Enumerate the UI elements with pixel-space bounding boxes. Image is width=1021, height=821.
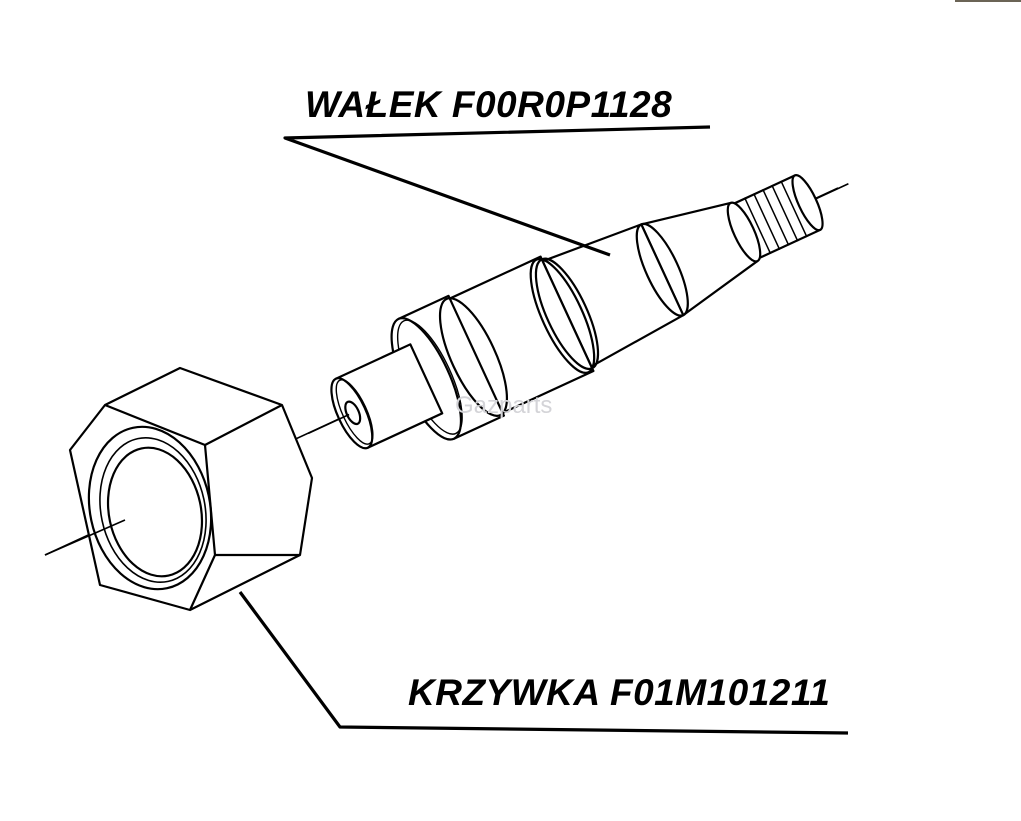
top-edge-line [955, 0, 1021, 2]
cam-leader [238, 591, 849, 735]
cam-label: KRZYWKA F01M101211 [408, 672, 831, 713]
watermark: Gazparts [455, 392, 553, 419]
shaft-part [307, 174, 849, 450]
cam-nut-part [44, 366, 314, 612]
leader-lines [238, 125, 849, 735]
shaft-label: WAŁEK F00R0P1128 [305, 84, 673, 125]
shaft-leader [283, 125, 711, 257]
